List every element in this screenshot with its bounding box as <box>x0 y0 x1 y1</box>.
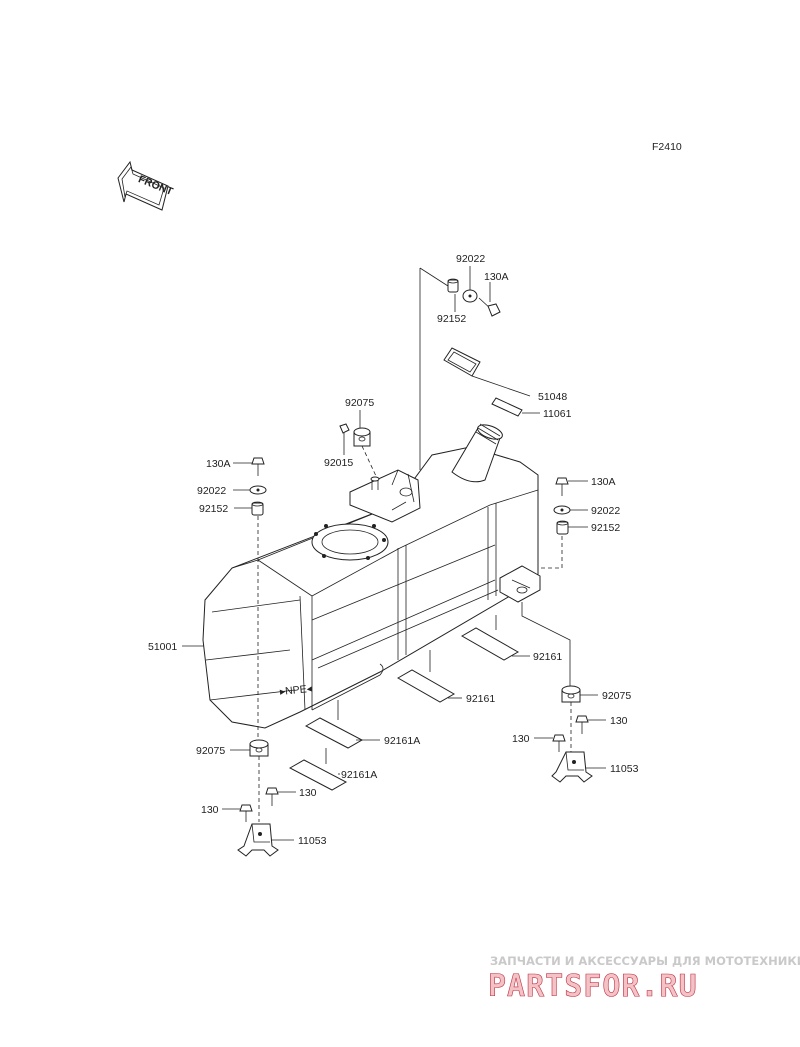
washer-92022-right <box>553 505 571 515</box>
bolt-130A-right <box>555 477 569 496</box>
nut-130-bottom-b <box>265 787 279 806</box>
damper-92075-top <box>353 427 371 447</box>
label-92075-top: 92075 <box>345 397 374 409</box>
label-51001: 51001 <box>148 641 177 653</box>
washer-92022-left <box>249 485 267 495</box>
tank-marking: ▸NPE◂ <box>279 683 313 698</box>
gasket-11061 <box>491 397 523 417</box>
fuel-tank-51001: ▸NPE◂ <box>202 423 541 729</box>
label-130-right-b: 130 <box>512 733 530 745</box>
label-130A-right: 130A <box>591 476 616 488</box>
label-11053-right: 11053 <box>610 763 639 775</box>
nut-130-bottom-a <box>239 804 253 822</box>
nut-130-right-b <box>552 734 566 752</box>
label-51048: 51048 <box>538 391 567 403</box>
watermark-brand: PARTSFOR.RU <box>488 969 698 1004</box>
bracket-11053-right <box>551 751 593 783</box>
cover-51048 <box>443 347 531 397</box>
nut-92015 <box>339 423 350 455</box>
damper-92075-bottom <box>249 739 269 757</box>
label-92152-top: 92152 <box>437 313 466 325</box>
label-11061: 11061 <box>543 408 572 420</box>
pad-92161A-a <box>304 700 364 749</box>
pad-92161-mid <box>396 650 456 703</box>
bolt-130A-top <box>478 297 501 317</box>
label-92075-right: 92075 <box>602 690 631 702</box>
label-130A-top: 130A <box>484 271 509 283</box>
front-arrow-icon: FRONT <box>117 160 175 211</box>
collar-92152-right <box>556 520 569 535</box>
label-92161A-b: 92161A <box>341 769 377 781</box>
label-130-right-a: 130 <box>610 715 628 727</box>
collar-92152-left <box>251 501 264 516</box>
pad-92161A-b <box>288 748 348 791</box>
label-92161-mid: 92161 <box>466 693 495 705</box>
label-92022-left: 92022 <box>197 485 226 497</box>
label-130-bottom-b: 130 <box>299 787 317 799</box>
label-92075-bottom: 92075 <box>196 745 225 757</box>
label-11053-bottom: 11053 <box>298 835 327 847</box>
watermark-tagline: ЗАПЧАСТИ И АКСЕССУАРЫ ДЛЯ МОТОТЕХНИКИ <box>490 954 800 968</box>
label-92161A-a: 92161A <box>384 735 420 747</box>
bolt-130A-left <box>251 457 265 476</box>
label-92015: 92015 <box>324 457 353 469</box>
label-92022-right: 92022 <box>591 505 620 517</box>
bracket-11053-bottom <box>237 823 279 857</box>
nut-130-right-a <box>575 715 589 734</box>
label-92152-left: 92152 <box>199 503 228 515</box>
diagram-code: F2410 <box>652 141 682 153</box>
label-92152-right: 92152 <box>591 522 620 534</box>
label-92161-right: 92161 <box>533 651 562 663</box>
damper-92075-right <box>561 685 581 703</box>
label-130-bottom-a: 130 <box>201 804 219 816</box>
pad-92161-right <box>460 615 520 661</box>
washer-92022-top <box>462 289 478 303</box>
collar-92152-top <box>447 278 459 293</box>
label-130A-left: 130A <box>206 458 231 470</box>
label-92022-top: 92022 <box>456 253 485 265</box>
